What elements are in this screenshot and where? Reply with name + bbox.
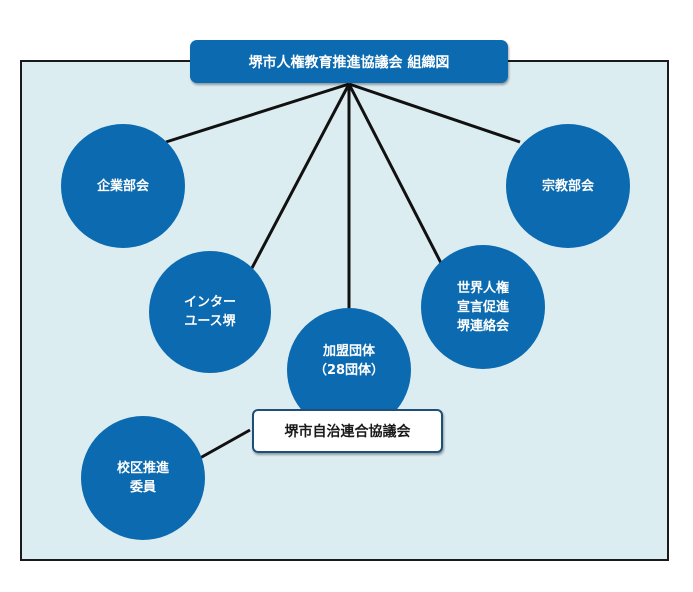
node-kouku-suishin: 校区推進 委員	[81, 416, 205, 540]
node-label: 宗教部会	[541, 178, 594, 194]
node-shukyo-bukai: 宗教部会	[506, 124, 630, 248]
node-sekai-jinken: 世界人権 宣言促進 堺連絡会	[421, 245, 545, 369]
link-sekai	[347, 83, 444, 266]
node-label: 宣言促進	[456, 299, 509, 315]
node-label: （28団体）	[313, 363, 385, 378]
link-kigyo	[165, 82, 350, 144]
node-label: 加盟団体	[322, 344, 375, 359]
node-kigyo-bukai: 企業部会	[61, 124, 185, 248]
link-shukyo	[348, 82, 521, 144]
link-kouku	[199, 428, 251, 460]
node-label: インター	[183, 295, 236, 310]
node-label: 委員	[129, 480, 156, 495]
org-chart-title: 堺市人権教育推進協議会 組織図	[190, 40, 508, 83]
node-label: 堺連絡会	[456, 318, 509, 334]
node-label: 企業部会	[96, 178, 149, 194]
node-label: 世界人権	[456, 280, 509, 296]
link-inter	[250, 83, 351, 269]
node-label: 校区推進	[116, 461, 169, 476]
node-inter-youth-sakai: インター ユース堺	[149, 251, 271, 373]
jichi-rengo-box: 堺市自治連合協議会	[252, 409, 443, 453]
node-label: ユース堺	[184, 314, 236, 329]
